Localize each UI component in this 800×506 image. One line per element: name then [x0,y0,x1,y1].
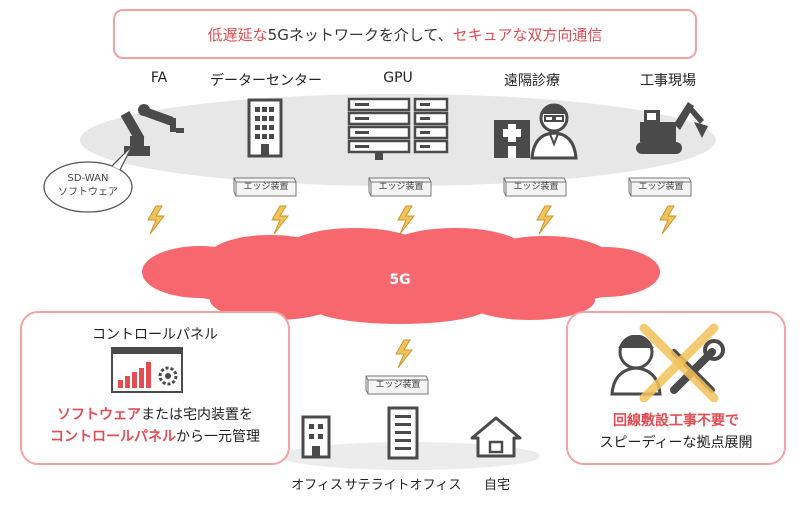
site-label-telemedicine: 遠隔診療 [504,73,560,89]
sdwan-line-2: ソフトウェア [58,187,118,198]
sdwan-bubble [43,145,133,213]
sdwan-bubble-text: SD-WAN ソフトウェア [48,172,128,200]
control-panel-line-2: コントロールパネルから一元管理 [20,426,290,448]
office-building-icon [301,415,331,459]
headline-highlight-2: セキュアな双方向通信 [452,25,603,44]
edge-device-box [503,177,567,197]
robot-arm-icon [120,104,184,156]
no-construction-icon [610,323,725,402]
building-icon [247,98,283,158]
headline-highlight-1: 低遅延な [207,25,268,44]
edge-device-box [365,375,429,395]
control-panel-line-2-plain: から一元管理 [176,429,260,445]
control-panel-line-1: ソフトウェアまたは宅内装置を [20,404,290,426]
edge-device-label: エッジ装置 [375,380,421,390]
network-label: 5G [389,272,411,288]
lightning-icon [395,339,414,369]
excavator-icon [636,102,708,154]
control-panel-line-1-plain: または宅内装置を [141,407,253,423]
house-icon [470,416,522,458]
tower-building-icon [387,406,419,460]
sdwan-line-1: SD-WAN [67,173,109,184]
server-stack-icon [347,97,449,160]
lightning-icon [147,205,166,235]
site-label-construction: 工事現場 [640,73,696,89]
deployment-line-2: スピーディーな拠点展開 [599,435,753,451]
deployment-line-1: 回線敷設工事不要で [613,413,739,429]
headline-box: 低遅延な 5Gネットワークを介して、 セキュアな双方向通信 [113,9,697,59]
edge-device-box [628,177,692,197]
lightning-icon [397,205,416,235]
lightning-icon [659,205,678,235]
dashboard-icon [111,347,183,393]
control-panel-text: ソフトウェアまたは宅内装置を コントロールパネルから一元管理 [20,404,290,448]
control-panel-title: コントロールパネル [92,327,218,343]
lightning-icon [536,205,555,235]
control-panel-highlight: コントロールパネル [50,429,176,445]
bottom-label-office: オフィス [291,478,343,493]
site-label-fa: FA [150,70,168,86]
software-highlight: ソフトウェア [57,407,141,423]
edge-device-label: エッジ装置 [378,182,424,192]
doctor-hospital-icon [494,103,578,160]
lightning-icon [271,205,290,235]
edge-device-label: エッジ装置 [638,182,684,192]
site-label-gpu: GPU [383,70,413,86]
edge-device-label: エッジ装置 [513,182,559,192]
site-label-datacenter: データーセンター [210,73,322,89]
edge-device-box [368,177,432,197]
deployment-text: 回線敷設工事不要で スピーディーな拠点展開 [566,410,786,454]
bottom-label-home: 自宅 [483,478,510,493]
bottom-label-satellite-office: サテライトオフィス [344,478,462,493]
edge-device-label: エッジ装置 [243,182,289,192]
edge-device-box [233,177,297,197]
headline-plain-1: 5Gネットワークを介して、 [267,25,453,44]
